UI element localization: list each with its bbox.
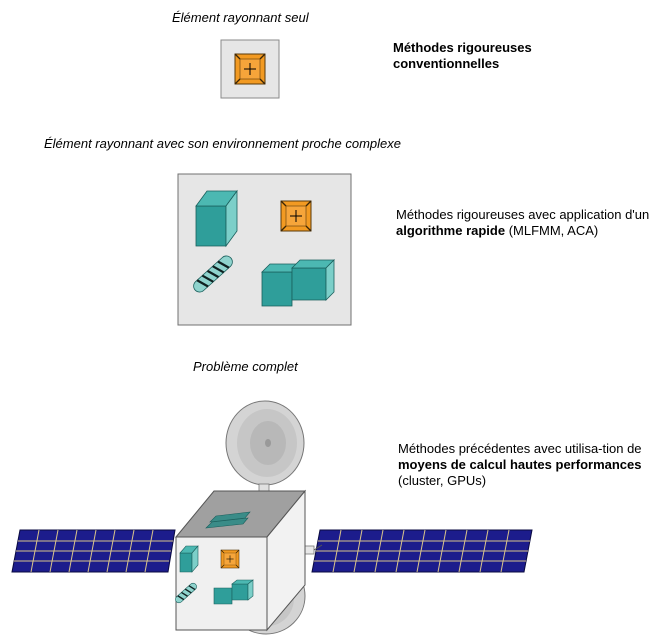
method-3-post: (cluster, GPUs) (398, 473, 487, 488)
double-cube (261, 259, 335, 307)
body-helix (175, 582, 197, 604)
isolated-element-box (220, 39, 280, 99)
method-2-bold: algorithme rapide (396, 223, 506, 238)
body-double-cube (213, 579, 254, 605)
teal-cube (195, 189, 238, 248)
top-reflector-dish (225, 400, 305, 493)
satellite (11, 400, 533, 635)
caption-isolated-element: Élément rayonnant seul (172, 10, 309, 25)
method-2-pre: Méthodes rigoureuses avec application d'… (396, 207, 650, 222)
caption-element-environment: Élément rayonnant avec son environnement… (44, 136, 401, 151)
patch-antenna (280, 200, 312, 232)
method-1-bold: Méthodes rigoureuses conventionnelles (393, 40, 532, 71)
right-solar-panel (311, 529, 533, 573)
method-description-1: Méthodes rigoureuses conventionnelles (393, 40, 583, 72)
caption-complete-problem: Problème complet (193, 359, 298, 374)
method-description-2: Méthodes rigoureuses avec application d'… (396, 207, 662, 239)
method-description-3: Méthodes précédentes avec utilisa-tion d… (398, 441, 648, 489)
helix-cylinder (193, 255, 233, 293)
method-3-bold: moyens de calcul hautes performances (398, 457, 642, 472)
method-2-post: (MLFMM, ACA) (505, 223, 599, 238)
body-patch-antenna (220, 549, 240, 569)
method-3-pre: Méthodes précédentes avec utilisa-tion d… (398, 441, 642, 456)
environment-box (177, 173, 352, 326)
body-teal-cube (179, 545, 199, 573)
left-solar-panel (11, 529, 176, 573)
satellite-body (174, 489, 307, 632)
